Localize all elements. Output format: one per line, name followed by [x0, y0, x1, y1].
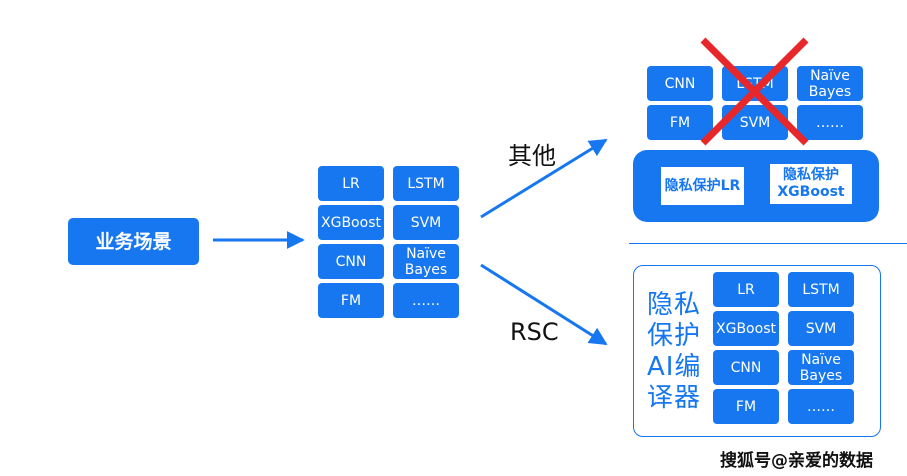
privacy-card-lr: 隐私保护LR [661, 167, 744, 205]
top-model-fm: FM [647, 105, 713, 140]
bottom-model-fm: FM [713, 389, 779, 424]
left-model-ellipsis: …… [393, 283, 459, 318]
bottom-model-ellipsis: …… [788, 389, 854, 424]
bottom-model-lstm: LSTM [788, 272, 854, 307]
left-model-svm: SVM [393, 205, 459, 240]
ai-compiler-title: 隐私 保护 AI编 译器 [647, 290, 702, 413]
top-model-cnn: CNN [647, 66, 713, 101]
left-model-lstm: LSTM [393, 166, 459, 201]
top-model-naive-bayes: Naïve Bayes [797, 66, 863, 101]
business-scenario-label: 业务场景 [95, 230, 172, 253]
top-model-ellipsis: …… [797, 105, 863, 140]
privacy-card-xgboost: 隐私保护 XGBoost [770, 164, 852, 204]
bottom-model-svm: SVM [788, 311, 854, 346]
arrow-icon-other-path [480, 138, 608, 219]
path-label-other: 其他 [508, 142, 556, 170]
watermark: 搜狐号@亲爱的数据 [720, 451, 873, 471]
left-model-xgboost: XGBoost [318, 205, 384, 240]
left-model-cnn: CNN [318, 244, 384, 279]
business-scenario-box: 业务场景 [68, 218, 199, 265]
path-label-rsc: RSC [510, 318, 559, 346]
section-divider [629, 243, 907, 244]
left-model-fm: FM [318, 283, 384, 318]
left-model-naive-bayes: Naïve Bayes [393, 244, 459, 279]
arrow-icon-rsc-path [480, 263, 608, 346]
bottom-model-xgboost: XGBoost [713, 311, 779, 346]
left-model-lr: LR [318, 166, 384, 201]
bottom-model-naive-bayes: Naïve Bayes [788, 350, 854, 385]
cross-icon [700, 37, 809, 146]
privacy-models-panel: 隐私保护LR 隐私保护 XGBoost [633, 150, 879, 222]
bottom-model-lr: LR [713, 272, 779, 307]
bottom-model-cnn: CNN [713, 350, 779, 385]
